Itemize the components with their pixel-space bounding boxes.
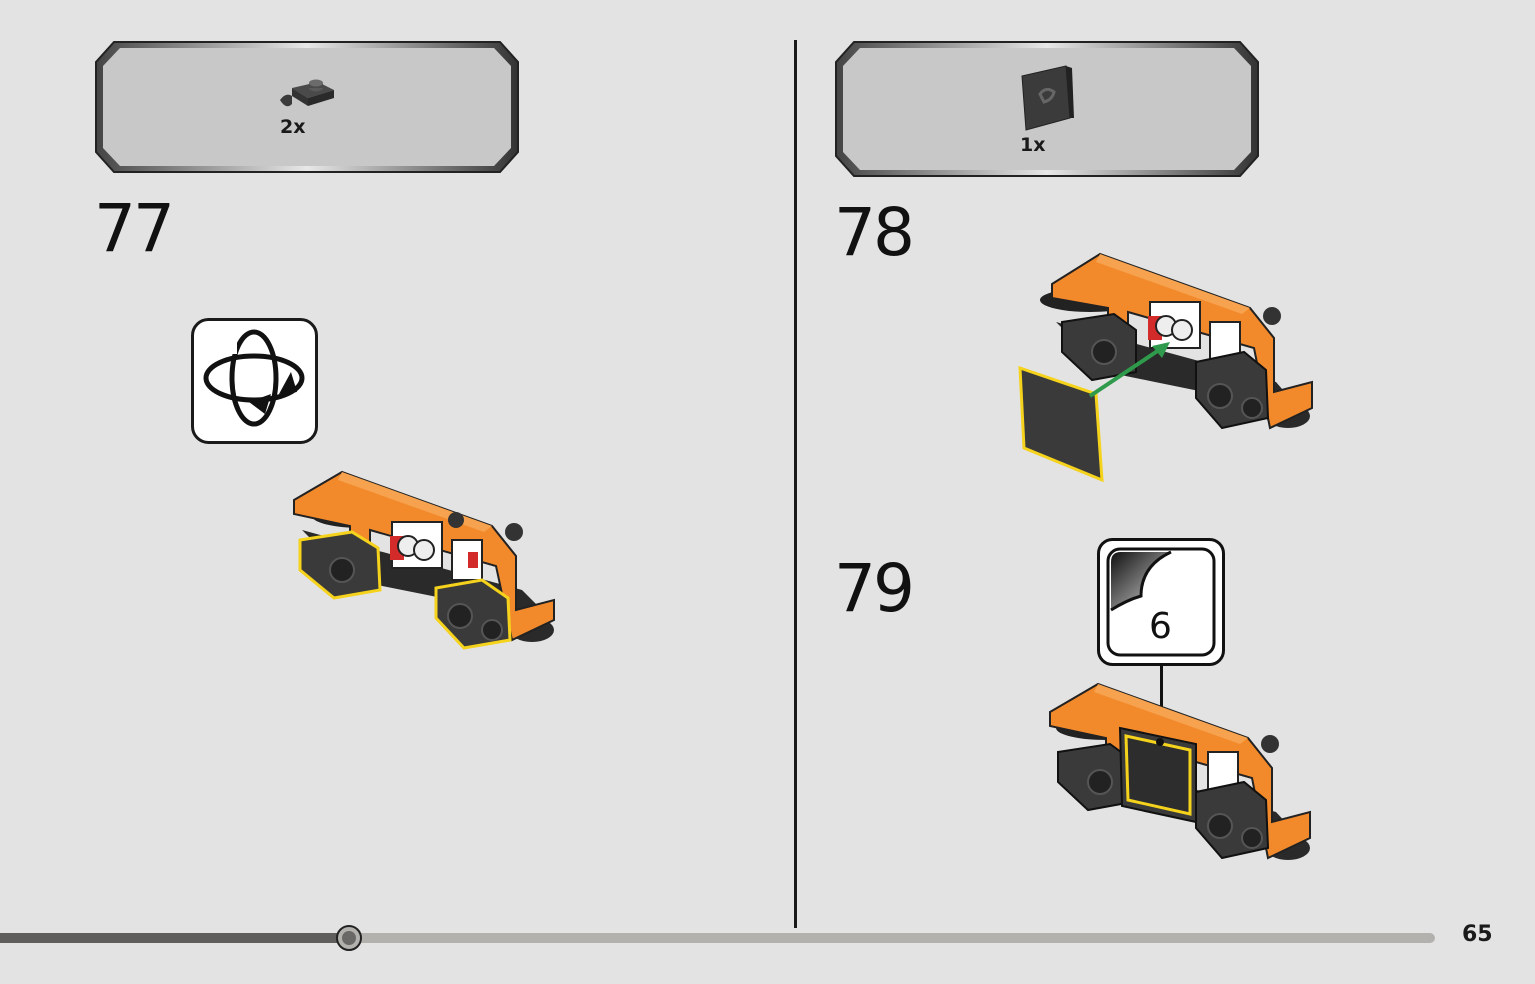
progress-knob[interactable]: [336, 925, 362, 951]
callout-frame: [95, 41, 519, 173]
step-number-78: 78: [834, 194, 915, 271]
page-number: 65: [1462, 922, 1493, 947]
part-quantity: 1x: [1020, 134, 1046, 156]
attach-arrow: [1088, 346, 1164, 398]
progress-fill: [0, 933, 349, 943]
sticker-pointer-line: [1160, 664, 1163, 742]
rotate-model-icon: [191, 318, 318, 444]
column-divider: [794, 40, 797, 928]
parts-callout-78: 1x: [834, 40, 1260, 178]
sticker-callout: [1097, 538, 1225, 666]
vehicle-model-step77: [293, 470, 555, 650]
plate-with-clip-icon: [280, 79, 334, 107]
step-number-77: 77: [94, 190, 175, 267]
part-quantity: 2x: [280, 116, 306, 138]
sticker-number: 6: [1149, 606, 1172, 647]
parts-callout-77: 2x: [94, 40, 520, 174]
progress-track: [0, 933, 1435, 943]
dark-tile-panel-icon: [1021, 65, 1074, 131]
vehicle-model-step78: [1018, 252, 1313, 483]
vehicle-model-step79: [1049, 682, 1311, 860]
step-number-79: 79: [834, 550, 915, 627]
